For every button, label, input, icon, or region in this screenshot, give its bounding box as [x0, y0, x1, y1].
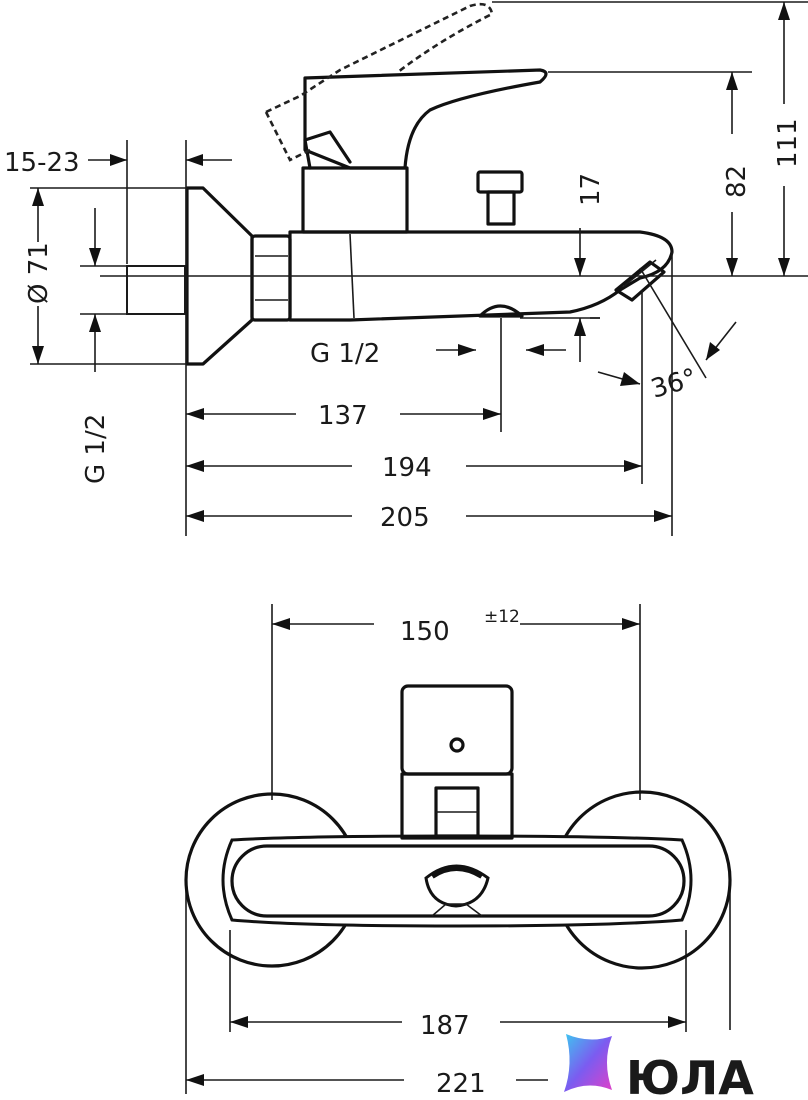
- lever-handle: [303, 68, 548, 170]
- dim-g12-horizontal: G 1/2: [310, 339, 380, 369]
- spout-aerator: [614, 260, 666, 302]
- dim-82: 82: [722, 165, 752, 198]
- front-handle: [400, 684, 514, 776]
- front-body-slot: [230, 844, 686, 918]
- front-view: 150 ±12 187 221: [184, 604, 732, 1099]
- hex-nut: [250, 234, 292, 322]
- dim-205: 205: [380, 503, 430, 533]
- lever-open-position: [265, 2, 494, 114]
- dim-221: 221: [436, 1069, 486, 1099]
- dim-36-degrees: 36°: [648, 363, 701, 405]
- yula-logo-icon: [564, 1034, 612, 1092]
- dim-15-23: 15-23: [4, 148, 80, 178]
- watermark-text: ЮЛА: [626, 1051, 754, 1100]
- inlet-connector: [126, 265, 186, 315]
- cartridge-column: [301, 166, 409, 234]
- mixer-body: [288, 230, 674, 322]
- dim-111: 111: [773, 118, 803, 168]
- dim-137: 137: [318, 401, 368, 431]
- dim-150: 150: [400, 617, 450, 647]
- bottom-outlet: [478, 304, 524, 318]
- dim-187: 187: [420, 1011, 470, 1041]
- dim-tolerance: ±12: [484, 607, 520, 627]
- dim-17: 17: [576, 173, 606, 206]
- dim-194: 194: [382, 453, 432, 483]
- diverter-knob: [476, 170, 524, 194]
- side-view: 15-23 Ø 71 G 1/2 G 1/2 17 82: [4, 1, 808, 536]
- dim-diameter-71: Ø 71: [24, 242, 54, 304]
- dim-g12-vertical: G 1/2: [81, 414, 111, 484]
- watermark: ЮЛА: [564, 1034, 754, 1100]
